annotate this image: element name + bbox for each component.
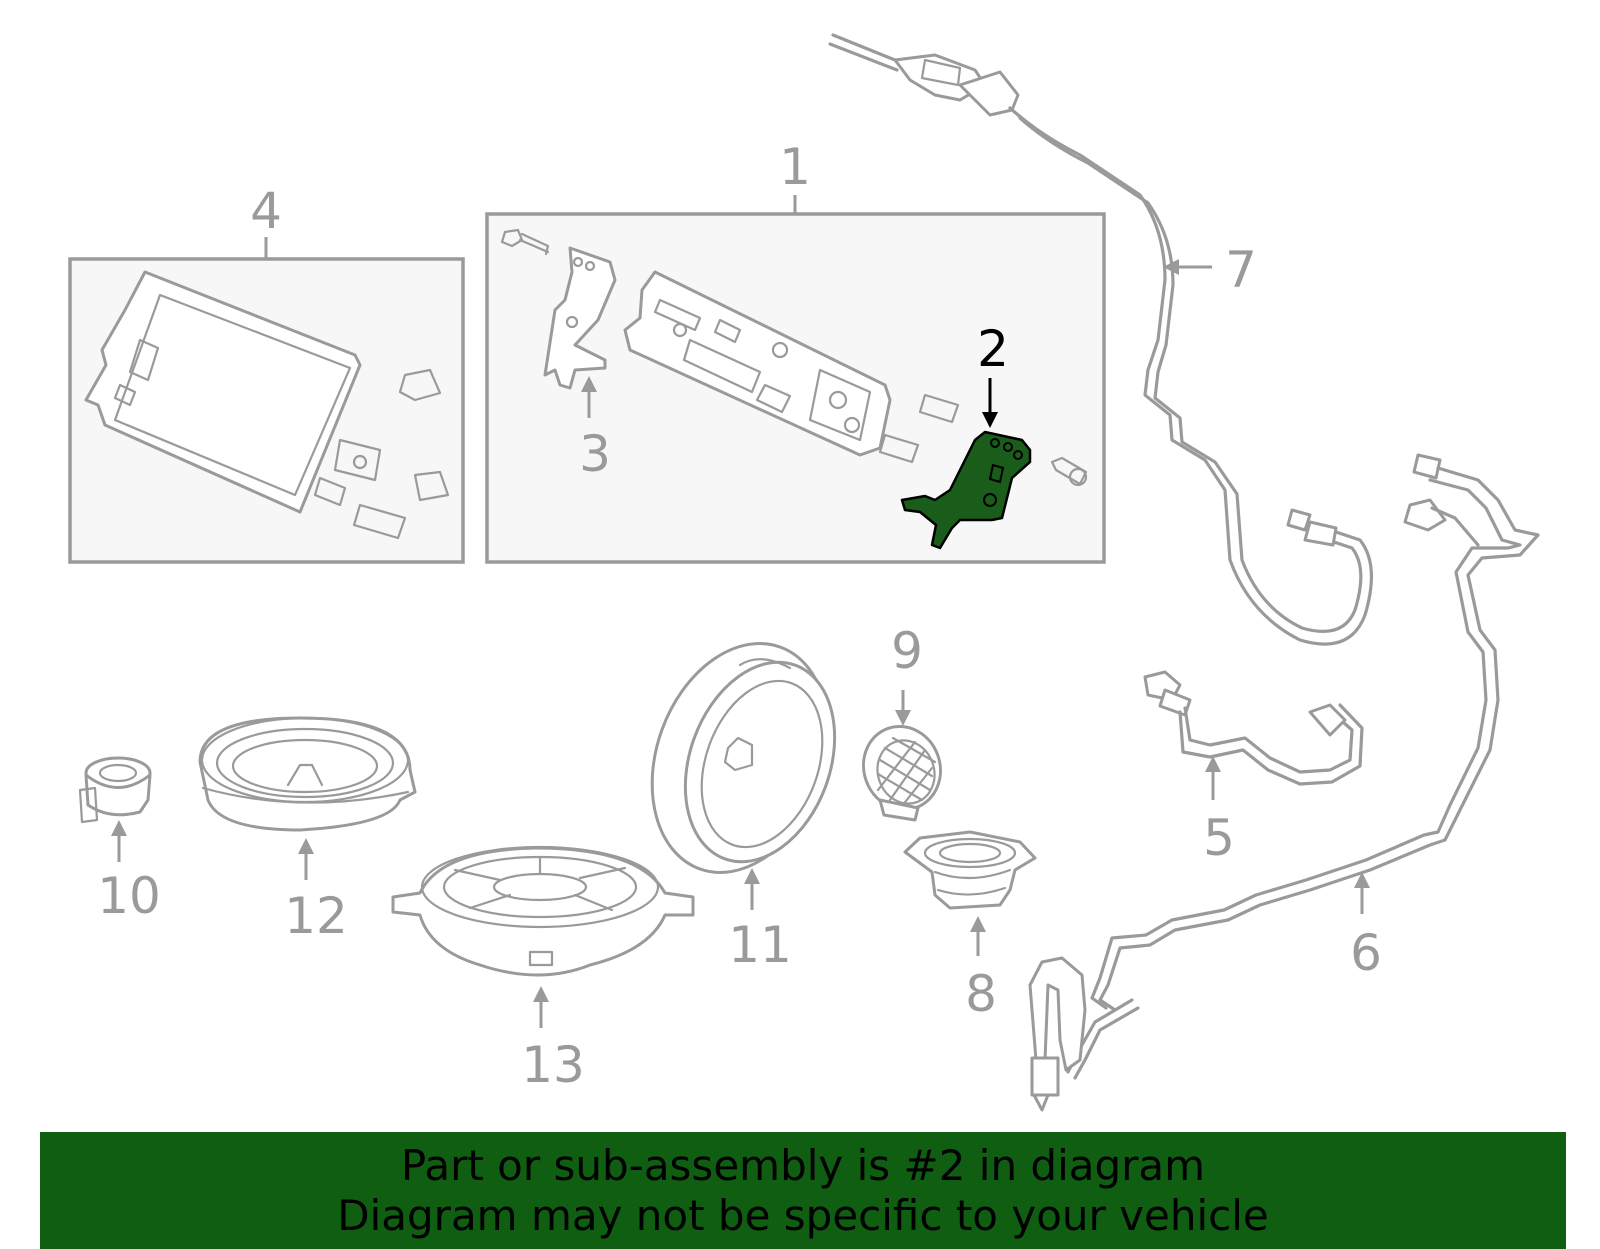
part-1-audio-unit[interactable] [623,270,960,464]
part-13-speaker[interactable] [391,845,695,977]
callout-7: 7 [1225,241,1257,299]
callout-2: 2 [977,320,1009,378]
callout-4: 4 [250,182,282,240]
part-3-bracket[interactable] [543,246,617,390]
callout-6: 6 [1350,924,1382,982]
part-7-antenna-harness[interactable] [828,33,1373,646]
part-5-harness[interactable] [1143,670,1364,786]
callout-1: 1 [779,138,811,196]
callout-9: 9 [891,622,923,680]
callout-11: 11 [728,916,792,974]
callout-10: 10 [97,867,161,925]
part-8-tweeter[interactable] [903,830,1037,910]
callout-3: 3 [579,425,611,483]
part-10-clip[interactable] [78,756,152,824]
banner-line-2: Diagram may not be specific to your vehi… [337,1190,1269,1240]
banner-line-1: Part or sub-assembly is #2 in diagram [400,1140,1206,1190]
callout-13: 13 [521,1036,585,1094]
callout-12: 12 [284,887,348,945]
callout-5: 5 [1203,809,1235,867]
part-6-harness[interactable] [1028,453,1540,1112]
callout-8: 8 [965,965,997,1023]
part-2-bracket-highlighted[interactable] [900,430,1032,550]
part-1-bolt [500,228,1088,487]
part-11-speaker[interactable] [622,619,861,898]
part-12-speaker[interactable] [198,716,417,832]
part-9-tweeter-grille[interactable] [852,716,952,822]
part-4-display-unit[interactable] [84,270,450,540]
info-banner: Part or sub-assembly is #2 in diagram Di… [40,1132,1566,1249]
